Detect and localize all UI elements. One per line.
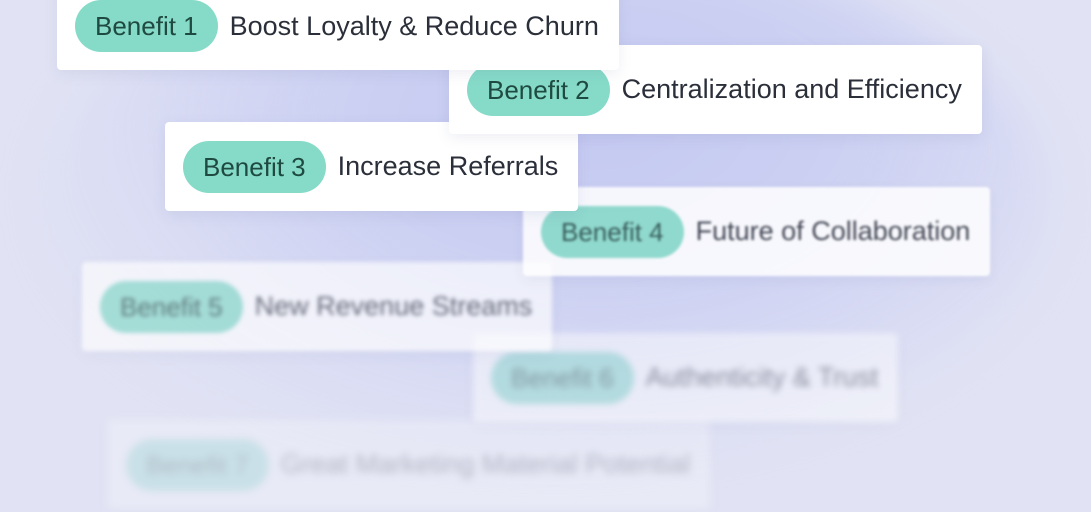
benefit-card-5: Benefit 5 New Revenue Streams: [82, 262, 553, 351]
benefit-badge: Benefit 7: [126, 438, 269, 491]
benefit-badge: Benefit 5: [100, 280, 243, 333]
benefit-card-2: Benefit 2 Centralization and Efficiency: [449, 45, 982, 134]
benefit-badge: Benefit 2: [467, 63, 610, 116]
benefit-label: Centralization and Efficiency: [621, 74, 962, 104]
benefit-label: Increase Referrals: [337, 151, 559, 181]
benefit-card-1: Benefit 1 Boost Loyalty & Reduce Churn: [57, 0, 619, 70]
benefit-badge: Benefit 1: [75, 0, 218, 52]
benefit-label: New Revenue Streams: [254, 291, 533, 321]
benefit-badge: Benefit 4: [541, 205, 684, 258]
benefit-label: Boost Loyalty & Reduce Churn: [229, 10, 599, 41]
benefit-card-7: Benefit 7 Great Marketing Material Poten…: [108, 420, 711, 509]
benefit-card-3: Benefit 3 Increase Referrals: [165, 122, 579, 211]
benefit-card-4: Benefit 4 Future of Collaboration: [523, 187, 991, 276]
benefit-label: Future of Collaboration: [695, 216, 971, 246]
benefit-label: Great Marketing Material Potential: [280, 449, 691, 479]
benefit-badge: Benefit 3: [183, 140, 326, 193]
benefit-badge: Benefit 6: [491, 351, 634, 404]
benefit-label: Authenticity & Trust: [645, 362, 879, 392]
